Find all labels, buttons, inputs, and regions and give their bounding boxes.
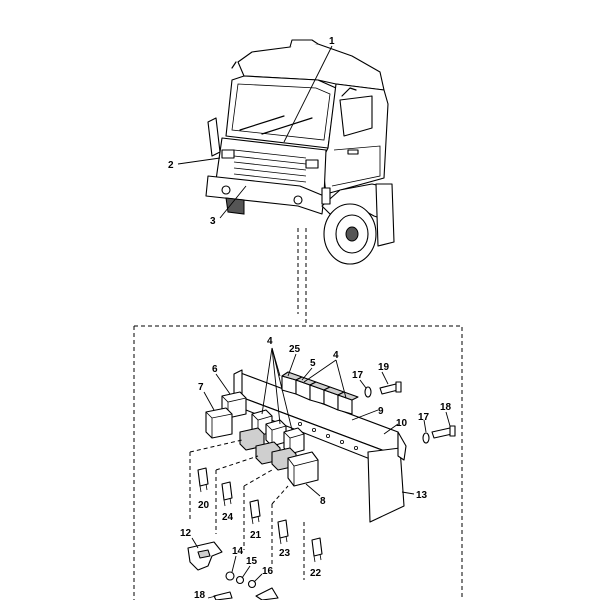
mudflap-bracket [375, 183, 395, 247]
left-front-tyre [225, 197, 245, 215]
callout-6: 6 [212, 364, 218, 375]
fuse-22 [311, 537, 323, 563]
door-handle [347, 149, 359, 155]
bumper [205, 175, 325, 215]
callout-labels: 1 2 3 4 4 25 5 6 7 8 9 10 13 17 17 19 18… [168, 36, 452, 600]
callout-2: 2 [168, 160, 174, 171]
step [321, 187, 331, 205]
fuse-guide-lines [189, 439, 305, 580]
fuse-20 [197, 467, 209, 493]
callout-8: 8 [320, 496, 326, 507]
callout-23: 23 [279, 548, 291, 559]
callout-10: 10 [396, 418, 408, 429]
callout-19: 19 [378, 362, 390, 373]
callout-15: 15 [246, 556, 258, 567]
truck-cab [205, 39, 395, 265]
relay-row [281, 371, 359, 415]
side-window [339, 95, 373, 137]
fog-lamp-right [293, 195, 303, 205]
fuse-23 [277, 519, 289, 545]
callout-22: 22 [310, 568, 322, 579]
callout-18b: 18 [194, 590, 206, 600]
callout-3: 3 [210, 216, 216, 227]
fuse-24 [221, 481, 233, 507]
antenna [231, 61, 237, 69]
relay-7 [205, 407, 233, 439]
relay-sockets [239, 427, 319, 487]
washer-17-top [364, 386, 372, 398]
end-plate [367, 447, 405, 523]
callout-13: 13 [416, 490, 428, 501]
callout-18a: 18 [440, 402, 452, 413]
end-plate-lip [397, 431, 407, 461]
wheel-hub [345, 226, 359, 242]
wiper-right [261, 117, 313, 135]
left-mirror [207, 117, 221, 157]
callout-17a: 17 [352, 370, 364, 381]
board-holes [297, 421, 358, 450]
detail-frame [133, 325, 463, 600]
callout-1: 1 [329, 36, 335, 47]
fuse-21 [249, 499, 261, 525]
bolt-18 [431, 425, 456, 439]
windshield-inner [231, 83, 331, 141]
callout-17b: 17 [418, 412, 430, 423]
relay-8 [287, 451, 319, 487]
callout-20: 20 [198, 500, 210, 511]
callout-5: 5 [310, 358, 316, 369]
callout-9: 9 [378, 406, 384, 417]
left-headlight [221, 149, 235, 159]
callout-4b: 4 [333, 350, 339, 361]
right-headlight [305, 159, 319, 169]
callout-25: 25 [289, 344, 301, 355]
right-mirror-arm [341, 87, 357, 97]
door-outline [331, 145, 381, 187]
wiper-left [239, 115, 285, 131]
callout-24: 24 [222, 512, 234, 523]
fog-lamp-left [221, 185, 231, 195]
callout-4a: 4 [267, 336, 273, 347]
bolt-19 [379, 381, 402, 395]
callout-12: 12 [180, 528, 192, 539]
bottom-fasteners [213, 571, 279, 600]
routing-dashed-line [297, 228, 307, 326]
callout-7: 7 [198, 382, 204, 393]
grille [233, 149, 307, 183]
washer-17-right [422, 432, 430, 444]
callout-16: 16 [262, 566, 274, 577]
callout-21: 21 [250, 530, 262, 541]
leader-lines [177, 45, 451, 599]
roof-spoiler [289, 39, 319, 48]
windshield [225, 75, 337, 149]
bracket-slot [197, 549, 211, 559]
callout-14: 14 [232, 546, 244, 557]
